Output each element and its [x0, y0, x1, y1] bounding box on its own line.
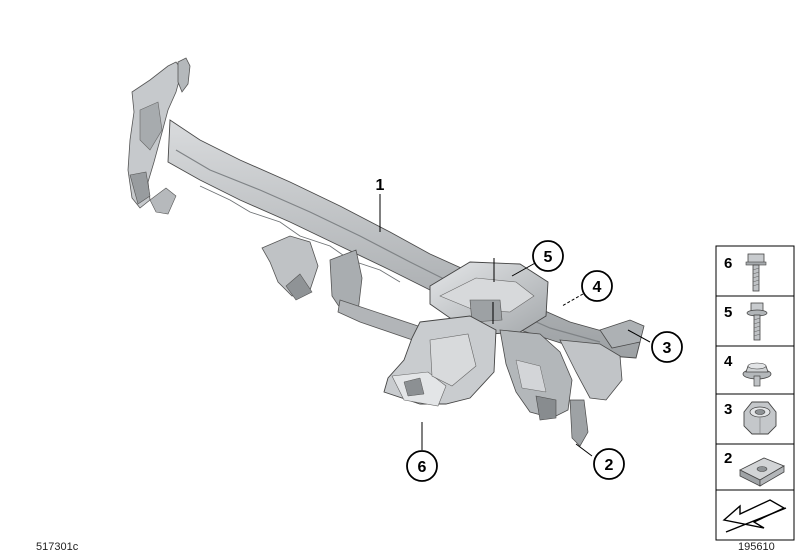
- hex-bolt-washer-icon: [746, 302, 768, 341]
- clip-nut-icon: [739, 457, 785, 487]
- legend-item-6-number: 6: [724, 255, 732, 272]
- right-end-bracket: [499, 319, 645, 447]
- callout-3-label: 3: [663, 340, 672, 357]
- parts-legend: 6 5 4: [715, 245, 795, 541]
- callout-1-label: 1: [376, 177, 385, 194]
- callout-1: 1: [376, 177, 385, 194]
- legend-item-4: 4: [715, 345, 795, 395]
- callout-5: 5: [532, 240, 564, 272]
- callout-6-label: 6: [418, 459, 427, 476]
- legend-item-6: 6: [715, 245, 795, 297]
- steering-column-bracket: [383, 315, 497, 407]
- callout-5-label: 5: [544, 249, 553, 266]
- leader-lines: [379, 194, 651, 457]
- legend-item-4-number: 4: [724, 353, 733, 370]
- callout-2: 2: [593, 448, 625, 480]
- legend-item-2: 2: [715, 443, 795, 491]
- steering-column-mount: [429, 261, 549, 335]
- diagram-code-right: 195610: [738, 541, 775, 553]
- callout-6: 6: [406, 450, 438, 482]
- legend-item-2-number: 2: [724, 450, 732, 467]
- left-end-bracket: [127, 57, 191, 215]
- callout-3: 3: [651, 331, 683, 363]
- legend-item-5-number: 5: [724, 304, 732, 321]
- hex-bolt-icon: [745, 253, 767, 292]
- legend-item-5: 5: [715, 295, 795, 347]
- legend-item-3-number: 3: [724, 401, 732, 418]
- callout-2-label: 2: [605, 457, 614, 474]
- collar-nut-icon: [742, 362, 772, 387]
- arrow-icon: [722, 499, 787, 533]
- diagram-code-left: 517301c: [36, 541, 79, 553]
- callout-4-label: 4: [593, 279, 602, 296]
- legend-arrow-box: [715, 489, 795, 541]
- instrument-panel-carrier: [127, 57, 645, 447]
- callout-4: 4: [581, 270, 613, 302]
- legend-item-3: 3: [715, 393, 795, 445]
- hex-nut-icon: [743, 401, 777, 435]
